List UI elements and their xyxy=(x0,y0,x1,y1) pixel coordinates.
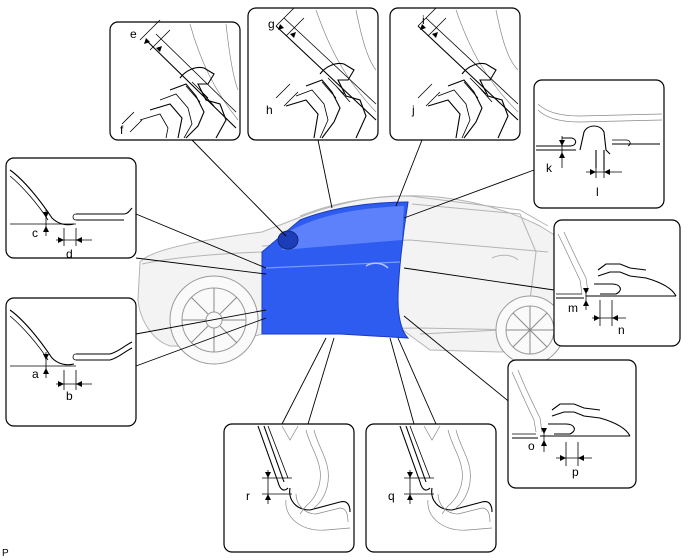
leader-r-2 xyxy=(307,337,335,425)
callout-c: c xyxy=(32,226,38,240)
callout-r: r xyxy=(246,489,250,503)
detail-panel-i-j: i j xyxy=(389,7,521,141)
leader-ab-1 xyxy=(135,309,267,335)
leader-gh xyxy=(317,139,333,209)
car-hood-line xyxy=(141,251,263,265)
leader-ij xyxy=(395,139,423,207)
callout-f: f xyxy=(120,123,124,137)
detail-panel-g-h: g h xyxy=(247,7,379,141)
leader-q-2 xyxy=(397,337,437,425)
callout-p: p xyxy=(572,465,579,479)
detail-panel-e-f: e f xyxy=(109,19,241,141)
car-illustration xyxy=(137,195,565,365)
front-door-window-shade xyxy=(282,206,404,250)
footer-code: P xyxy=(2,548,9,559)
callout-a: a xyxy=(32,367,39,381)
leader-kl xyxy=(403,169,535,219)
callout-i: i xyxy=(422,13,425,27)
rear-wheel xyxy=(495,295,565,365)
callout-k: k xyxy=(546,161,553,175)
leader-ef xyxy=(191,139,287,237)
callout-j: j xyxy=(411,103,415,117)
leader-q-1 xyxy=(389,337,415,425)
leader-mn xyxy=(403,267,555,291)
leader-cd-2 xyxy=(135,257,267,275)
leader-r-1 xyxy=(281,337,327,425)
detail-panel-o-p: o p xyxy=(507,359,637,489)
detail-panel-r: r xyxy=(223,423,355,553)
callout-l: l xyxy=(596,185,599,199)
side-mirror xyxy=(277,230,299,250)
callout-g: g xyxy=(268,17,275,31)
leader-lines xyxy=(135,139,555,425)
detail-panel-m-n: m n xyxy=(553,219,681,347)
leader-ab-2 xyxy=(135,317,267,367)
callout-e: e xyxy=(130,27,137,41)
detail-panel-c-d: c d xyxy=(5,157,137,261)
callout-n: n xyxy=(618,323,625,337)
car-window-line xyxy=(299,195,549,227)
rear-door-handle xyxy=(491,254,519,261)
detail-panel-q: q xyxy=(365,423,497,553)
callout-q: q xyxy=(388,489,395,503)
detail-panel-k-l: k l xyxy=(533,79,665,209)
callout-h: h xyxy=(266,103,273,117)
rear-door-outline xyxy=(411,203,537,335)
callout-b: b xyxy=(66,389,73,403)
callout-d: d xyxy=(66,247,73,261)
detail-panel-a-b: a b xyxy=(5,297,137,427)
leader-op xyxy=(403,315,513,405)
leader-cd-1 xyxy=(135,213,267,269)
callout-o: o xyxy=(528,439,535,453)
front-door-handle xyxy=(365,262,389,269)
callout-m: m xyxy=(568,301,578,315)
